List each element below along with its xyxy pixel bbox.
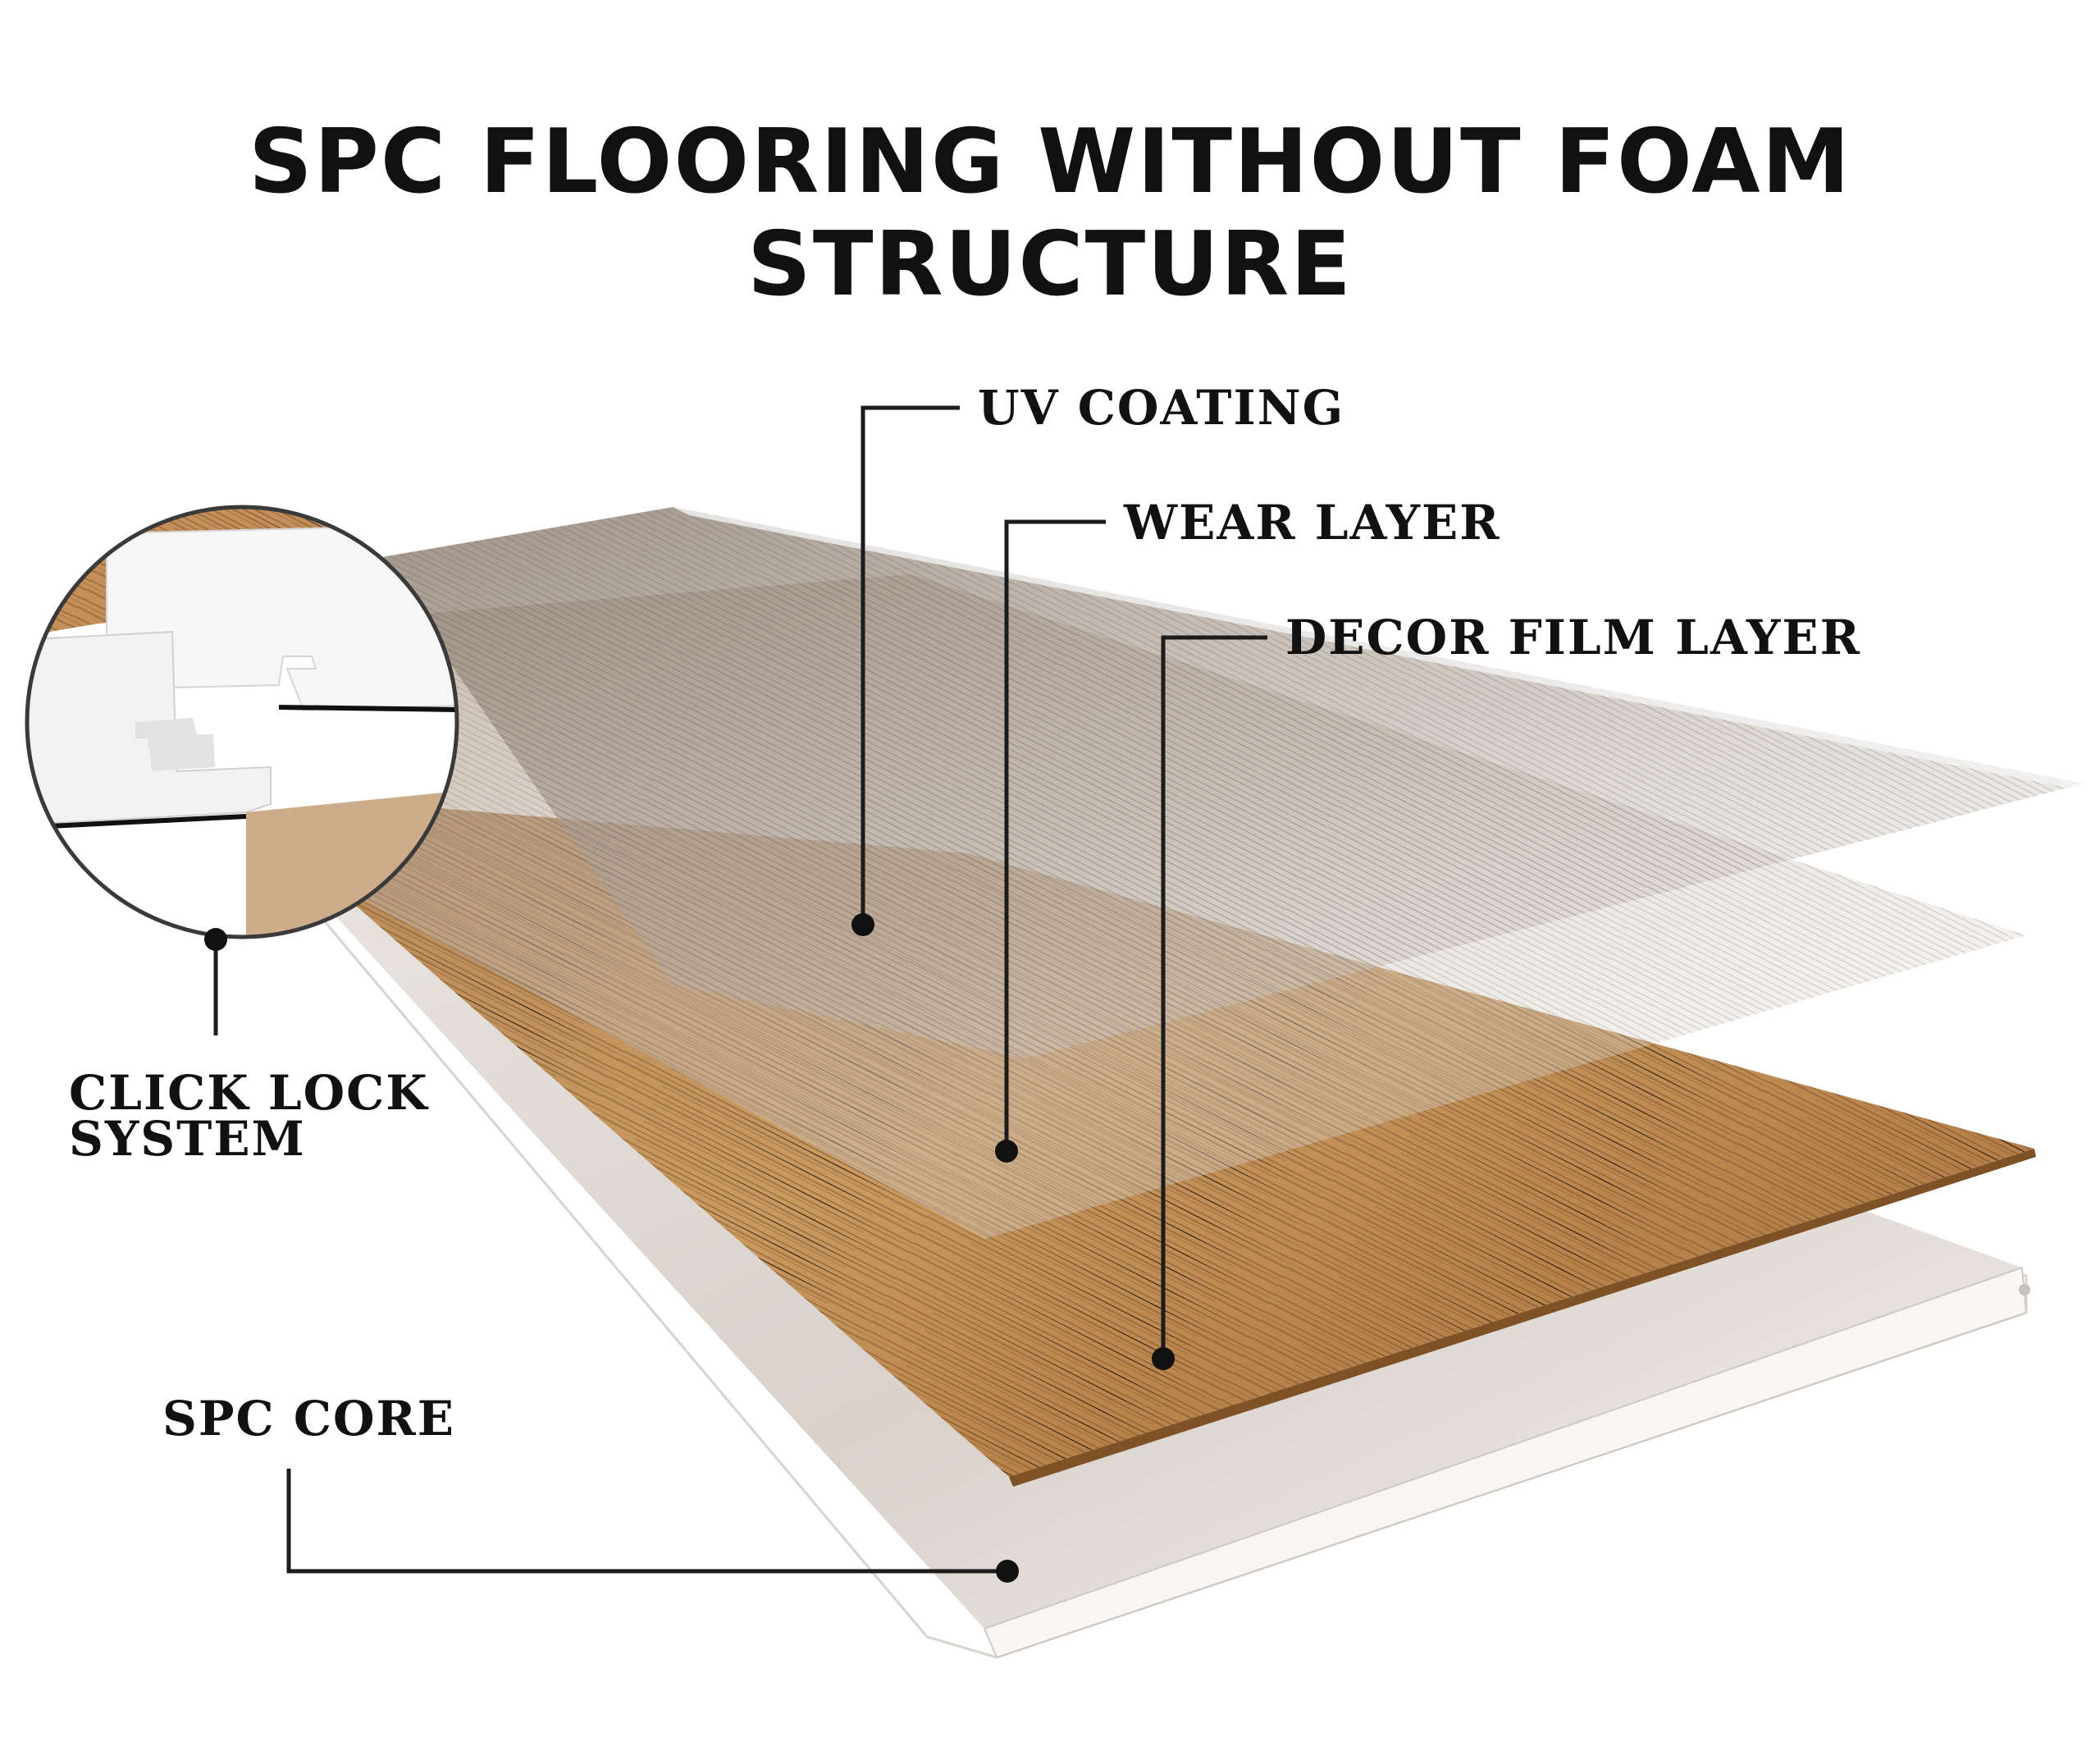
spc-core-dot: [996, 1560, 1019, 1583]
click-lock-system-label: CLICK LOCK SYSTEM: [69, 1065, 429, 1167]
spc-core-label: SPC CORE: [162, 1391, 455, 1446]
click-lock-label-line2: SYSTEM: [69, 1110, 306, 1167]
leader-dots: [204, 913, 1175, 1583]
click-lock-dot: [204, 928, 227, 951]
decor-film-dot: [1152, 1347, 1175, 1370]
uv-coating-dot: [851, 913, 874, 936]
click-lock-label-line1: CLICK LOCK: [69, 1065, 429, 1121]
uv-coating-label: UV COATING: [978, 380, 1345, 436]
page-title: SPC FLOORING WITHOUT FOAM STRUCTURE: [248, 111, 1852, 316]
uv-coating-leader: [861, 405, 960, 925]
uv-coating-layer: [377, 507, 2084, 1058]
decor-film-leader: [1161, 635, 1267, 1354]
wear-layer-leader: [1004, 519, 1106, 1145]
wear-layer-label: WEAR LAYER: [1124, 495, 1501, 551]
decor-film-layer-label: DECOR FILM LAYER: [1285, 610, 1861, 665]
spc-core-leader: [286, 1469, 1007, 1574]
wear-layer-dot: [995, 1140, 1018, 1163]
leader-lines: [213, 405, 1267, 1574]
